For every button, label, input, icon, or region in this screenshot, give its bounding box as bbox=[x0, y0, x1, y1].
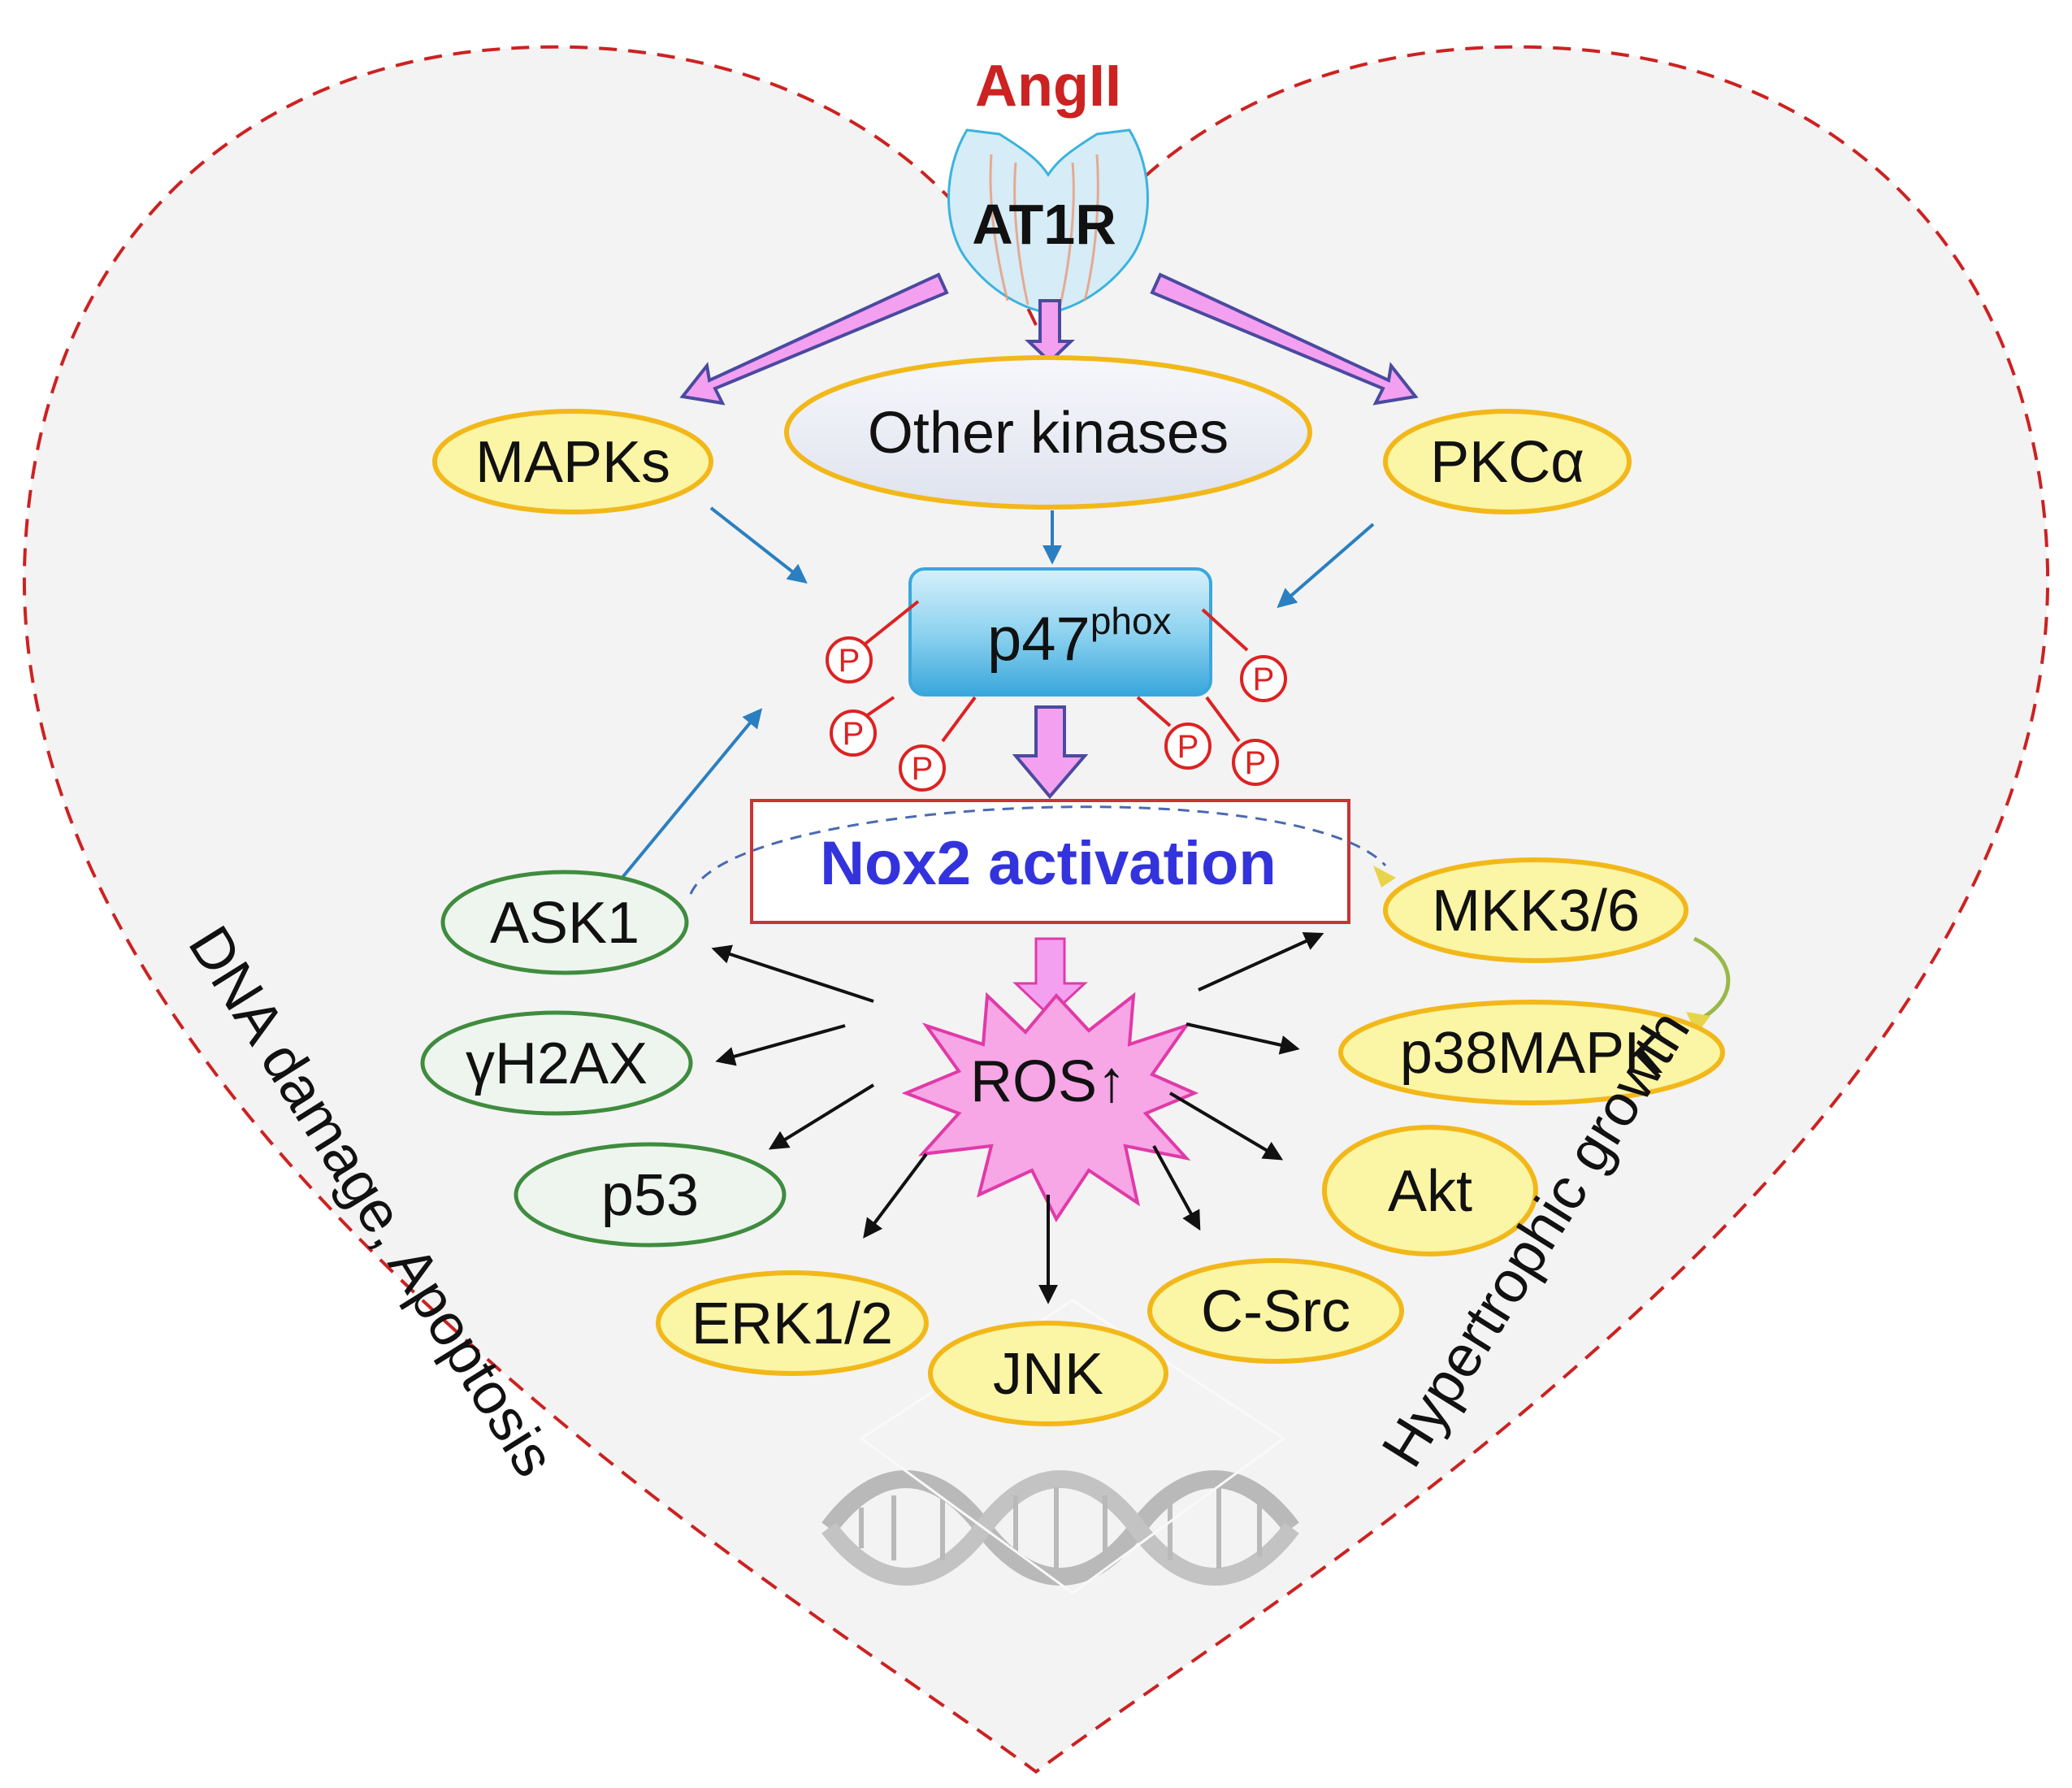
pink-arrow-to-mapks bbox=[679, 272, 949, 406]
dashed-feedback-arc bbox=[689, 805, 1387, 895]
csrc-node bbox=[1147, 1258, 1404, 1364]
p47-sup: phox bbox=[1090, 600, 1172, 642]
pink-arrow-to-other-kinases bbox=[1025, 299, 1075, 364]
pink-arrow-p47-to-nox2 bbox=[1012, 705, 1089, 800]
at1r-label: AT1R bbox=[972, 193, 1116, 256]
arrow-ros-to-p53 bbox=[768, 1083, 875, 1150]
pink-arrow-nox2-to-ros bbox=[1012, 937, 1088, 1018]
other-kinases-node bbox=[784, 355, 1312, 510]
akt-node bbox=[1322, 1125, 1538, 1256]
arrow-ros-to-akt bbox=[1168, 1091, 1284, 1161]
arrow-pkc-to-p47 bbox=[1277, 523, 1375, 609]
phospho-circle-6: P bbox=[1232, 739, 1279, 786]
svg-text:P: P bbox=[1177, 729, 1199, 765]
svg-text:P: P bbox=[912, 751, 934, 787]
arrow-ros-to-h2ax bbox=[715, 1024, 846, 1066]
ask1-label: ASK1 bbox=[490, 891, 639, 956]
phospho-circle-5: P bbox=[1164, 723, 1212, 770]
h2ax-node bbox=[420, 1010, 693, 1116]
pkc-node bbox=[1383, 409, 1632, 514]
p47phox-label: p47phox bbox=[987, 600, 1172, 674]
mapks-node bbox=[432, 409, 713, 514]
curved-arrow-mkk-to-p38 bbox=[1693, 936, 1731, 1022]
jnk-label: JNK bbox=[993, 1342, 1103, 1407]
arrow-ros-to-csrc bbox=[1152, 1145, 1201, 1231]
phospho-circle-1: P bbox=[826, 636, 873, 684]
phospho-circle-4: P bbox=[899, 744, 946, 792]
p38-label: p38MAPK bbox=[1400, 1021, 1663, 1086]
arrow-ros-to-p38 bbox=[1186, 1022, 1300, 1055]
other-kinases-label: Other kinases bbox=[868, 401, 1229, 466]
arrow-mapks-to-p47 bbox=[709, 506, 808, 584]
pkc-label: PKCα bbox=[1430, 430, 1584, 495]
p47phox-node bbox=[908, 567, 1212, 697]
p53-label: p53 bbox=[601, 1163, 699, 1228]
mkk-label: MKK3/6 bbox=[1432, 879, 1640, 944]
erk-label: ERK1/2 bbox=[691, 1291, 893, 1356]
ros-output-arrows bbox=[711, 931, 1324, 1304]
arrow-ros-to-erk bbox=[863, 1152, 928, 1239]
phospho-circle-3: P bbox=[830, 710, 877, 757]
csrc-label: C-Src bbox=[1201, 1279, 1350, 1344]
svg-text:P: P bbox=[1253, 662, 1275, 697]
curved-arrowhead bbox=[1686, 1012, 1710, 1034]
ask1-node bbox=[440, 870, 689, 975]
arrow-ros-to-mkk bbox=[1198, 931, 1324, 992]
svg-text:P: P bbox=[843, 716, 865, 752]
mapks-label: MAPKs bbox=[475, 430, 670, 495]
nox2-activation-label: Nox2 activation bbox=[820, 829, 1277, 898]
p47-main: p47 bbox=[987, 605, 1090, 674]
akt-label: Akt bbox=[1388, 1159, 1472, 1224]
erk-node bbox=[656, 1270, 929, 1376]
jnk-node bbox=[928, 1321, 1168, 1426]
h2ax-label: γH2AX bbox=[466, 1031, 648, 1096]
svg-text:P: P bbox=[839, 643, 860, 679]
p38-node bbox=[1338, 1000, 1725, 1105]
angii-label: AngII bbox=[975, 54, 1121, 119]
p53-node bbox=[514, 1142, 787, 1248]
feedback-arrowhead bbox=[1373, 866, 1396, 887]
ros-label: ROS↑ bbox=[970, 1049, 1126, 1114]
arrow-ros-to-ask1 bbox=[711, 944, 874, 1003]
phospho-circle-2: P bbox=[1240, 655, 1287, 702]
mkk-node bbox=[1383, 857, 1688, 963]
svg-text:P: P bbox=[1245, 745, 1267, 781]
arrow-ask1-to-p47 bbox=[604, 708, 763, 900]
nox2-activation-box bbox=[750, 799, 1350, 924]
at1r-receptor-icon bbox=[947, 128, 1149, 315]
pink-arrow-to-pkc bbox=[1150, 272, 1419, 406]
